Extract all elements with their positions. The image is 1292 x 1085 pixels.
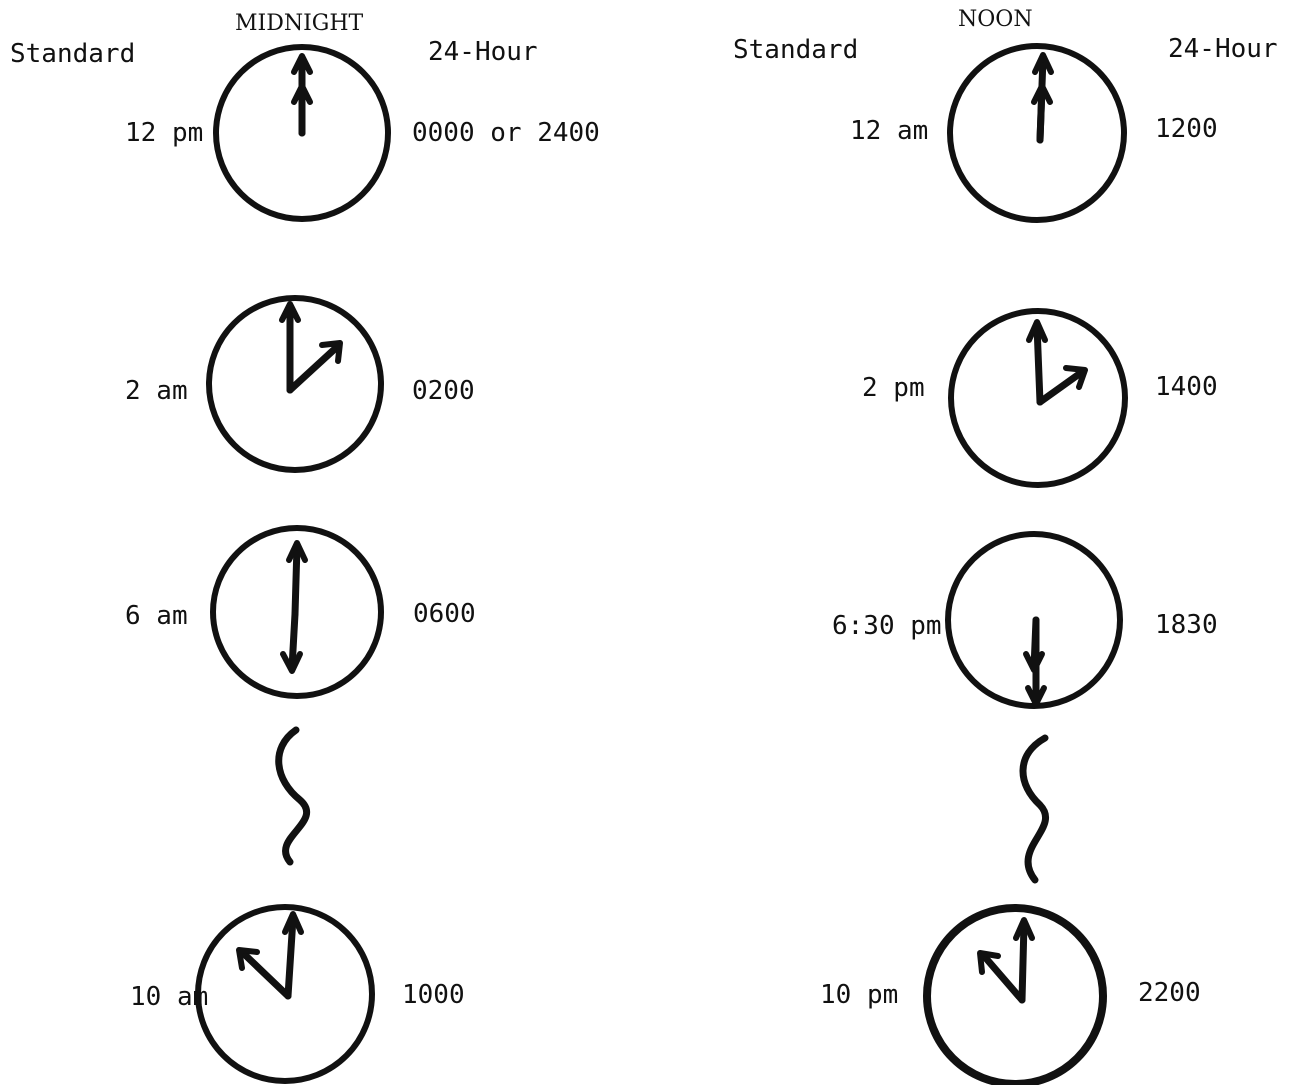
hour-hand: [291, 83, 313, 137]
clock-face: [948, 308, 1128, 488]
noon-heading: NOON: [958, 7, 1033, 32]
hour-hand: [977, 950, 1026, 1004]
clock-icon: [213, 44, 391, 222]
hour-hand: [280, 610, 303, 674]
standard-time-label: 2 am: [125, 376, 188, 406]
clock-icon: [923, 904, 1107, 1085]
clock-row: 2 am 0200: [125, 295, 475, 473]
standard-time-label: 12 am: [850, 116, 928, 146]
clock-face: [195, 904, 375, 1084]
clock-icon: [948, 308, 1128, 488]
24hour-time-label: 1830: [1155, 610, 1218, 640]
midnight-column: MIDNIGHT Standard 24-Hour 12 pm 0000 or …: [10, 11, 600, 1084]
minute-hand: [282, 911, 304, 1000]
clock-row: 2 pm 1400: [862, 308, 1218, 488]
24hour-time-label: 0200: [412, 376, 475, 406]
standard-time-label: 6:30 pm: [832, 611, 942, 641]
minute-hand: [279, 301, 301, 394]
omitted-hours-squiggle: [275, 726, 311, 866]
clock-face: [923, 904, 1107, 1085]
clock-icon: [945, 531, 1123, 709]
standard-time-label: 6 am: [125, 601, 188, 631]
minute-hand: [1026, 319, 1048, 406]
clock-face: [206, 295, 384, 473]
clock-icon: [206, 295, 384, 473]
clock-face: [213, 44, 391, 222]
minute-hand: [1013, 917, 1035, 1004]
hour-hand: [1031, 83, 1053, 144]
24hour-time-label: 0000 or 2400: [412, 118, 600, 148]
clock-icon: [947, 43, 1127, 223]
hour-hand: [286, 340, 343, 394]
clock-row: 10 pm 2200: [820, 904, 1201, 1085]
clock-face: [947, 43, 1127, 223]
standard-time-label: 12 pm: [125, 118, 203, 148]
24hour-time-label: 1000: [402, 980, 465, 1010]
clock-row: 12 am 1200: [850, 43, 1218, 223]
clock-icon: [210, 525, 384, 699]
24hour-time-label: 1200: [1155, 114, 1218, 144]
clock-row: 6 am 0600: [125, 525, 476, 699]
midnight-standard-header: Standard: [10, 39, 135, 69]
standard-time-label: 2 pm: [862, 373, 925, 403]
hour-hand: [236, 947, 292, 1000]
24hour-time-label: 1400: [1155, 372, 1218, 402]
noon-standard-header: Standard: [733, 35, 858, 65]
hour-hand: [1023, 616, 1045, 673]
noon-24hour-header: 24-Hour: [1168, 34, 1278, 64]
standard-time-label: 10 pm: [820, 980, 898, 1010]
omitted-hours-squiggle: [1019, 734, 1050, 884]
clock-icon: [195, 904, 375, 1084]
clock-face: [210, 525, 384, 699]
24hour-time-label: 0600: [413, 599, 476, 629]
noon-column: NOON Standard 24-Hour 12 am 1200 2 pm: [733, 7, 1278, 1085]
24hour-time-label: 2200: [1138, 978, 1201, 1008]
midnight-heading: MIDNIGHT: [235, 11, 364, 36]
minute-hand: [286, 540, 308, 618]
clock-row: 12 pm 0000 or 2400: [125, 44, 600, 222]
clock-row: 10 am 1000: [130, 904, 465, 1084]
midnight-24hour-header: 24-Hour: [428, 37, 538, 67]
clock-row: 6:30 pm 1830: [832, 531, 1218, 709]
hour-hand: [1036, 365, 1088, 406]
standard-time-label: 10 am: [130, 982, 208, 1012]
